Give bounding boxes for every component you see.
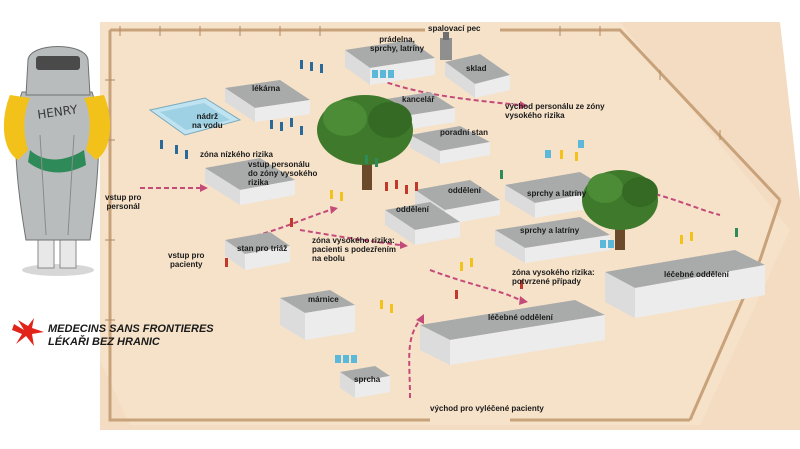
label-zona-podezreni: zóna vysokého rizika: pacienti s podezře… xyxy=(312,236,397,263)
building-sprcha xyxy=(340,366,390,398)
tree-center xyxy=(317,95,413,190)
building-vstup-personalu xyxy=(205,158,295,205)
building-pradelna xyxy=(345,40,435,85)
label-pradelna: prádelna, sprchy, latríny xyxy=(370,35,425,53)
water-barrels xyxy=(335,70,614,363)
label-stan-pro-triaz: stan pro triáž xyxy=(237,244,288,253)
label-vstup-pro-personal: vstup pro personál xyxy=(105,193,142,211)
water-tank xyxy=(148,97,242,136)
building-sprchy-2 xyxy=(495,217,610,263)
path-arrowheads xyxy=(200,101,528,324)
label-sprchy-latriny-2: sprchy a latríny xyxy=(520,226,580,235)
label-oddeleni-1: oddělení xyxy=(448,186,481,195)
building-lecebne-oddeleni-2 xyxy=(420,300,605,365)
label-zona-nizkeho-rizika: zóna nízkého rizika xyxy=(200,150,273,159)
label-poradni-stan: poradní stan xyxy=(440,128,489,137)
people xyxy=(160,60,738,313)
label-vychod-personalu: východ personálu ze zóny vysokého rizika xyxy=(505,102,605,120)
building-stan-triaz xyxy=(225,232,290,270)
label-vychod-vylecene: východ pro vyléčené pacienty xyxy=(430,404,544,413)
label-vstup-personalu-vysoke: vstup personálu do zóny vysokého rizika xyxy=(248,160,318,187)
label-vstup-pro-pacienty: vstup pro pacienty xyxy=(168,251,205,269)
buildings xyxy=(205,40,765,398)
suit-name-text: HENRY xyxy=(36,102,79,122)
label-kancelar: kancelář xyxy=(402,95,435,104)
incinerator xyxy=(440,32,452,60)
label-oddeleni-2: oddělení xyxy=(396,205,429,214)
tree-right xyxy=(582,170,658,250)
building-marnice xyxy=(280,290,355,340)
logo-line-2: LÉKAŘI BEZ HRANIC xyxy=(48,336,160,348)
msf-logo-icon xyxy=(12,318,44,346)
label-zona-potvrzene: zóna vysokého rizika: potvrzené případy xyxy=(512,268,595,286)
building-sklad xyxy=(445,54,510,98)
label-lecebne-oddeleni-1: léčebné oddělení xyxy=(664,270,729,279)
building-poradni-stan xyxy=(410,126,490,164)
label-sprcha: sprcha xyxy=(354,375,381,384)
logo-line-1: MEDECINS SANS FRONTIERES xyxy=(48,323,214,335)
fence-posts xyxy=(105,26,721,321)
label-spalovaci-pec: spalovací pec xyxy=(428,24,481,33)
protective-suit-figure xyxy=(3,46,111,276)
building-oddeleni-2 xyxy=(385,202,460,245)
label-lekarna: lékárna xyxy=(252,84,281,93)
label-sprchy-latriny-1: sprchy a latríny xyxy=(527,189,587,198)
label-nadrz: nádrž na vodu xyxy=(192,112,223,130)
building-lekarna xyxy=(225,80,310,122)
perimeter-fence xyxy=(108,28,782,422)
building-lecebne-oddeleni-1 xyxy=(605,250,765,318)
label-sklad: sklad xyxy=(466,64,487,73)
label-marnice: márnice xyxy=(308,295,339,304)
label-lecebne-oddeleni-2: léčebné oddělení xyxy=(488,313,553,322)
